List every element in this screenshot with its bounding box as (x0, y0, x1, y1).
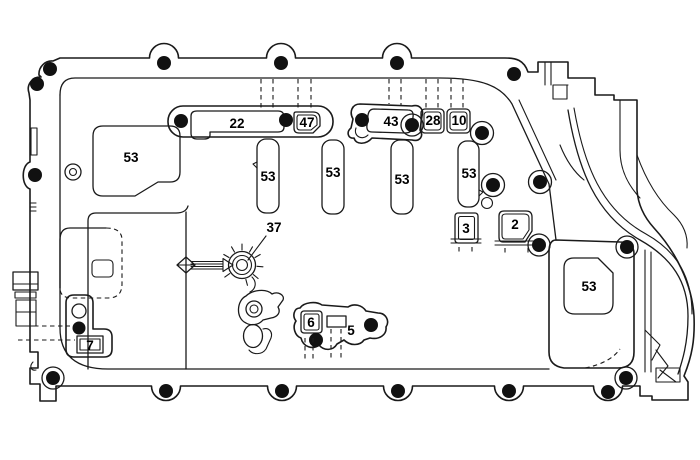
pocket-53-right (548, 239, 635, 369)
callout-53-2: 53 (260, 169, 276, 184)
shaft-37-tail (249, 276, 256, 293)
pad-28-assembly (420, 79, 445, 134)
callout-5: 5 (347, 323, 355, 338)
callout-10: 10 (451, 113, 466, 128)
pocket-dashed-left (59, 227, 123, 299)
callout-47: 47 (299, 115, 314, 130)
callout-53-4: 53 (394, 172, 410, 187)
pad-47-box (293, 111, 321, 134)
item-7-assembly (65, 294, 113, 358)
plate-22-assembly (167, 79, 334, 140)
callout-28: 28 (425, 113, 441, 128)
harness-and-bracket (544, 61, 693, 383)
callout-43: 43 (383, 114, 399, 129)
callout-3: 3 (462, 221, 470, 236)
callout-7: 7 (86, 338, 94, 353)
callout-2: 2 (511, 217, 519, 232)
leader-37 (247, 235, 267, 261)
grommet-shapes (237, 289, 284, 355)
pad-10-assembly (446, 79, 471, 134)
shaft-37-assembly (176, 235, 267, 293)
callout-53-1: 53 (123, 150, 139, 165)
item-6-5-assembly (293, 301, 389, 360)
callout-37: 37 (266, 220, 281, 235)
callout-6: 6 (307, 315, 315, 330)
slots-53 (252, 138, 484, 215)
pad-3-assembly (450, 212, 482, 254)
slot-43-assembly (347, 79, 424, 145)
pocket-53-left (64, 125, 181, 197)
left-edge-details (12, 127, 75, 371)
small-hole (480, 196, 494, 210)
case-outline (22, 42, 695, 402)
callout-53-3: 53 (325, 165, 341, 180)
bolt-holes (28, 56, 639, 399)
callout-53-5: 53 (461, 166, 477, 181)
callout-labels: 22 47 43 28 10 53 53 53 53 53 53 37 3 2 … (86, 113, 597, 353)
spline-ticks (223, 243, 264, 286)
callout-22: 22 (229, 116, 244, 131)
pad-2-assembly (494, 210, 539, 255)
callout-53-6: 53 (581, 279, 597, 294)
